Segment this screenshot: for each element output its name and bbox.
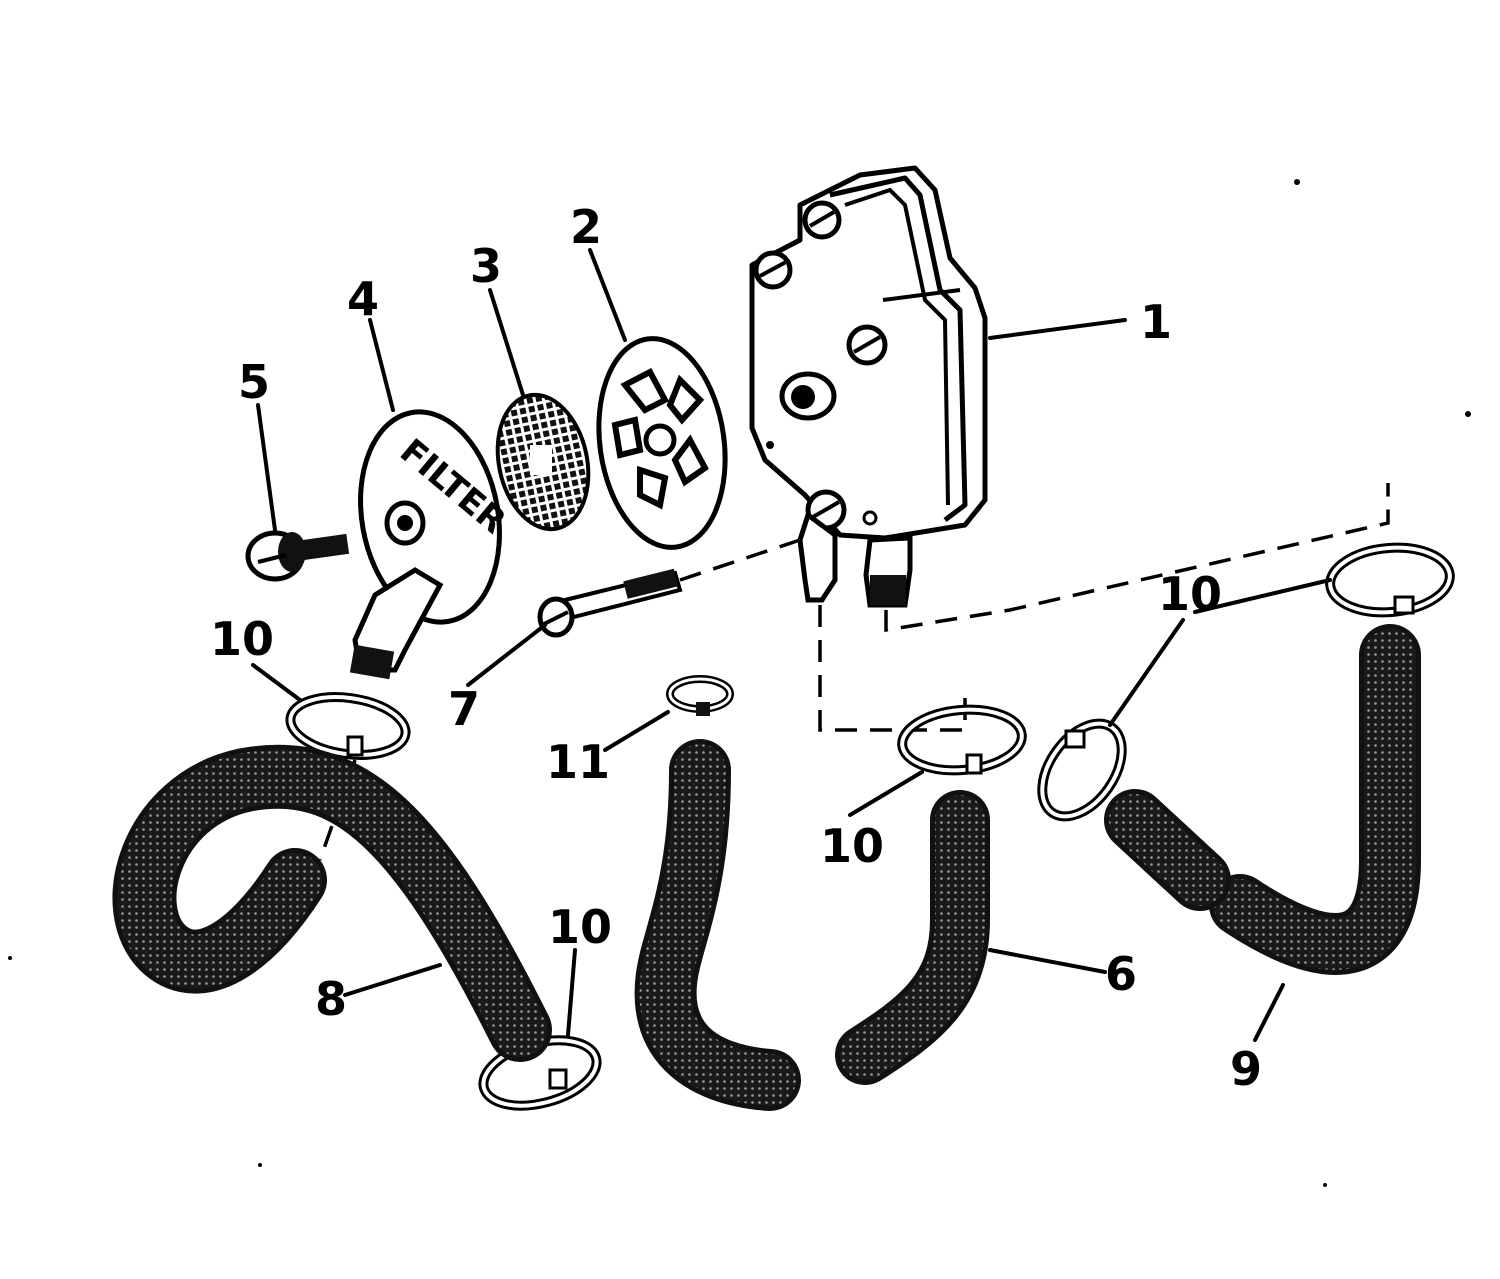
- gasket-plate: [596, 336, 728, 550]
- long-screw: [537, 568, 683, 638]
- callout-5: 5: [238, 355, 270, 409]
- callout-9: 9: [1230, 1042, 1262, 1096]
- callout-11: 11: [546, 735, 610, 789]
- cover-screw: [245, 530, 350, 582]
- callout-8: 8: [315, 972, 347, 1026]
- hose-center-left: [634, 739, 801, 1111]
- callout-7: 7: [448, 682, 480, 736]
- clamp-center: [897, 704, 1027, 776]
- callout-10-upper-left: 10: [210, 612, 274, 666]
- clamp-right-upper: [1325, 542, 1455, 618]
- callout-10-center: 10: [820, 819, 884, 873]
- callout-10-lower-left: 10: [548, 900, 612, 954]
- filter-screen: [495, 392, 591, 532]
- small-clamp: [666, 675, 734, 716]
- callout-3: 3: [470, 239, 502, 293]
- filter-cover: FILTER: [349, 409, 513, 680]
- callout-10-right: 10: [1158, 567, 1222, 621]
- print-specks: [8, 179, 1471, 1187]
- leader-lines: [251, 248, 1332, 1042]
- clamp-upper-left: [285, 692, 411, 760]
- hose-9: [1104, 624, 1421, 975]
- hose-6: [835, 790, 990, 1085]
- callout-2: 2: [570, 200, 602, 254]
- fuel-pump-body: [749, 165, 988, 608]
- clamp-right-lower: [1037, 718, 1127, 822]
- callout-labels: 1 2 3 4 5 6 7 8 9 10 10 10 10 11: [210, 200, 1262, 1096]
- callout-1: 1: [1140, 295, 1172, 349]
- callout-4: 4: [347, 272, 379, 326]
- hose-8: [112, 744, 552, 1062]
- callout-6: 6: [1105, 947, 1137, 1001]
